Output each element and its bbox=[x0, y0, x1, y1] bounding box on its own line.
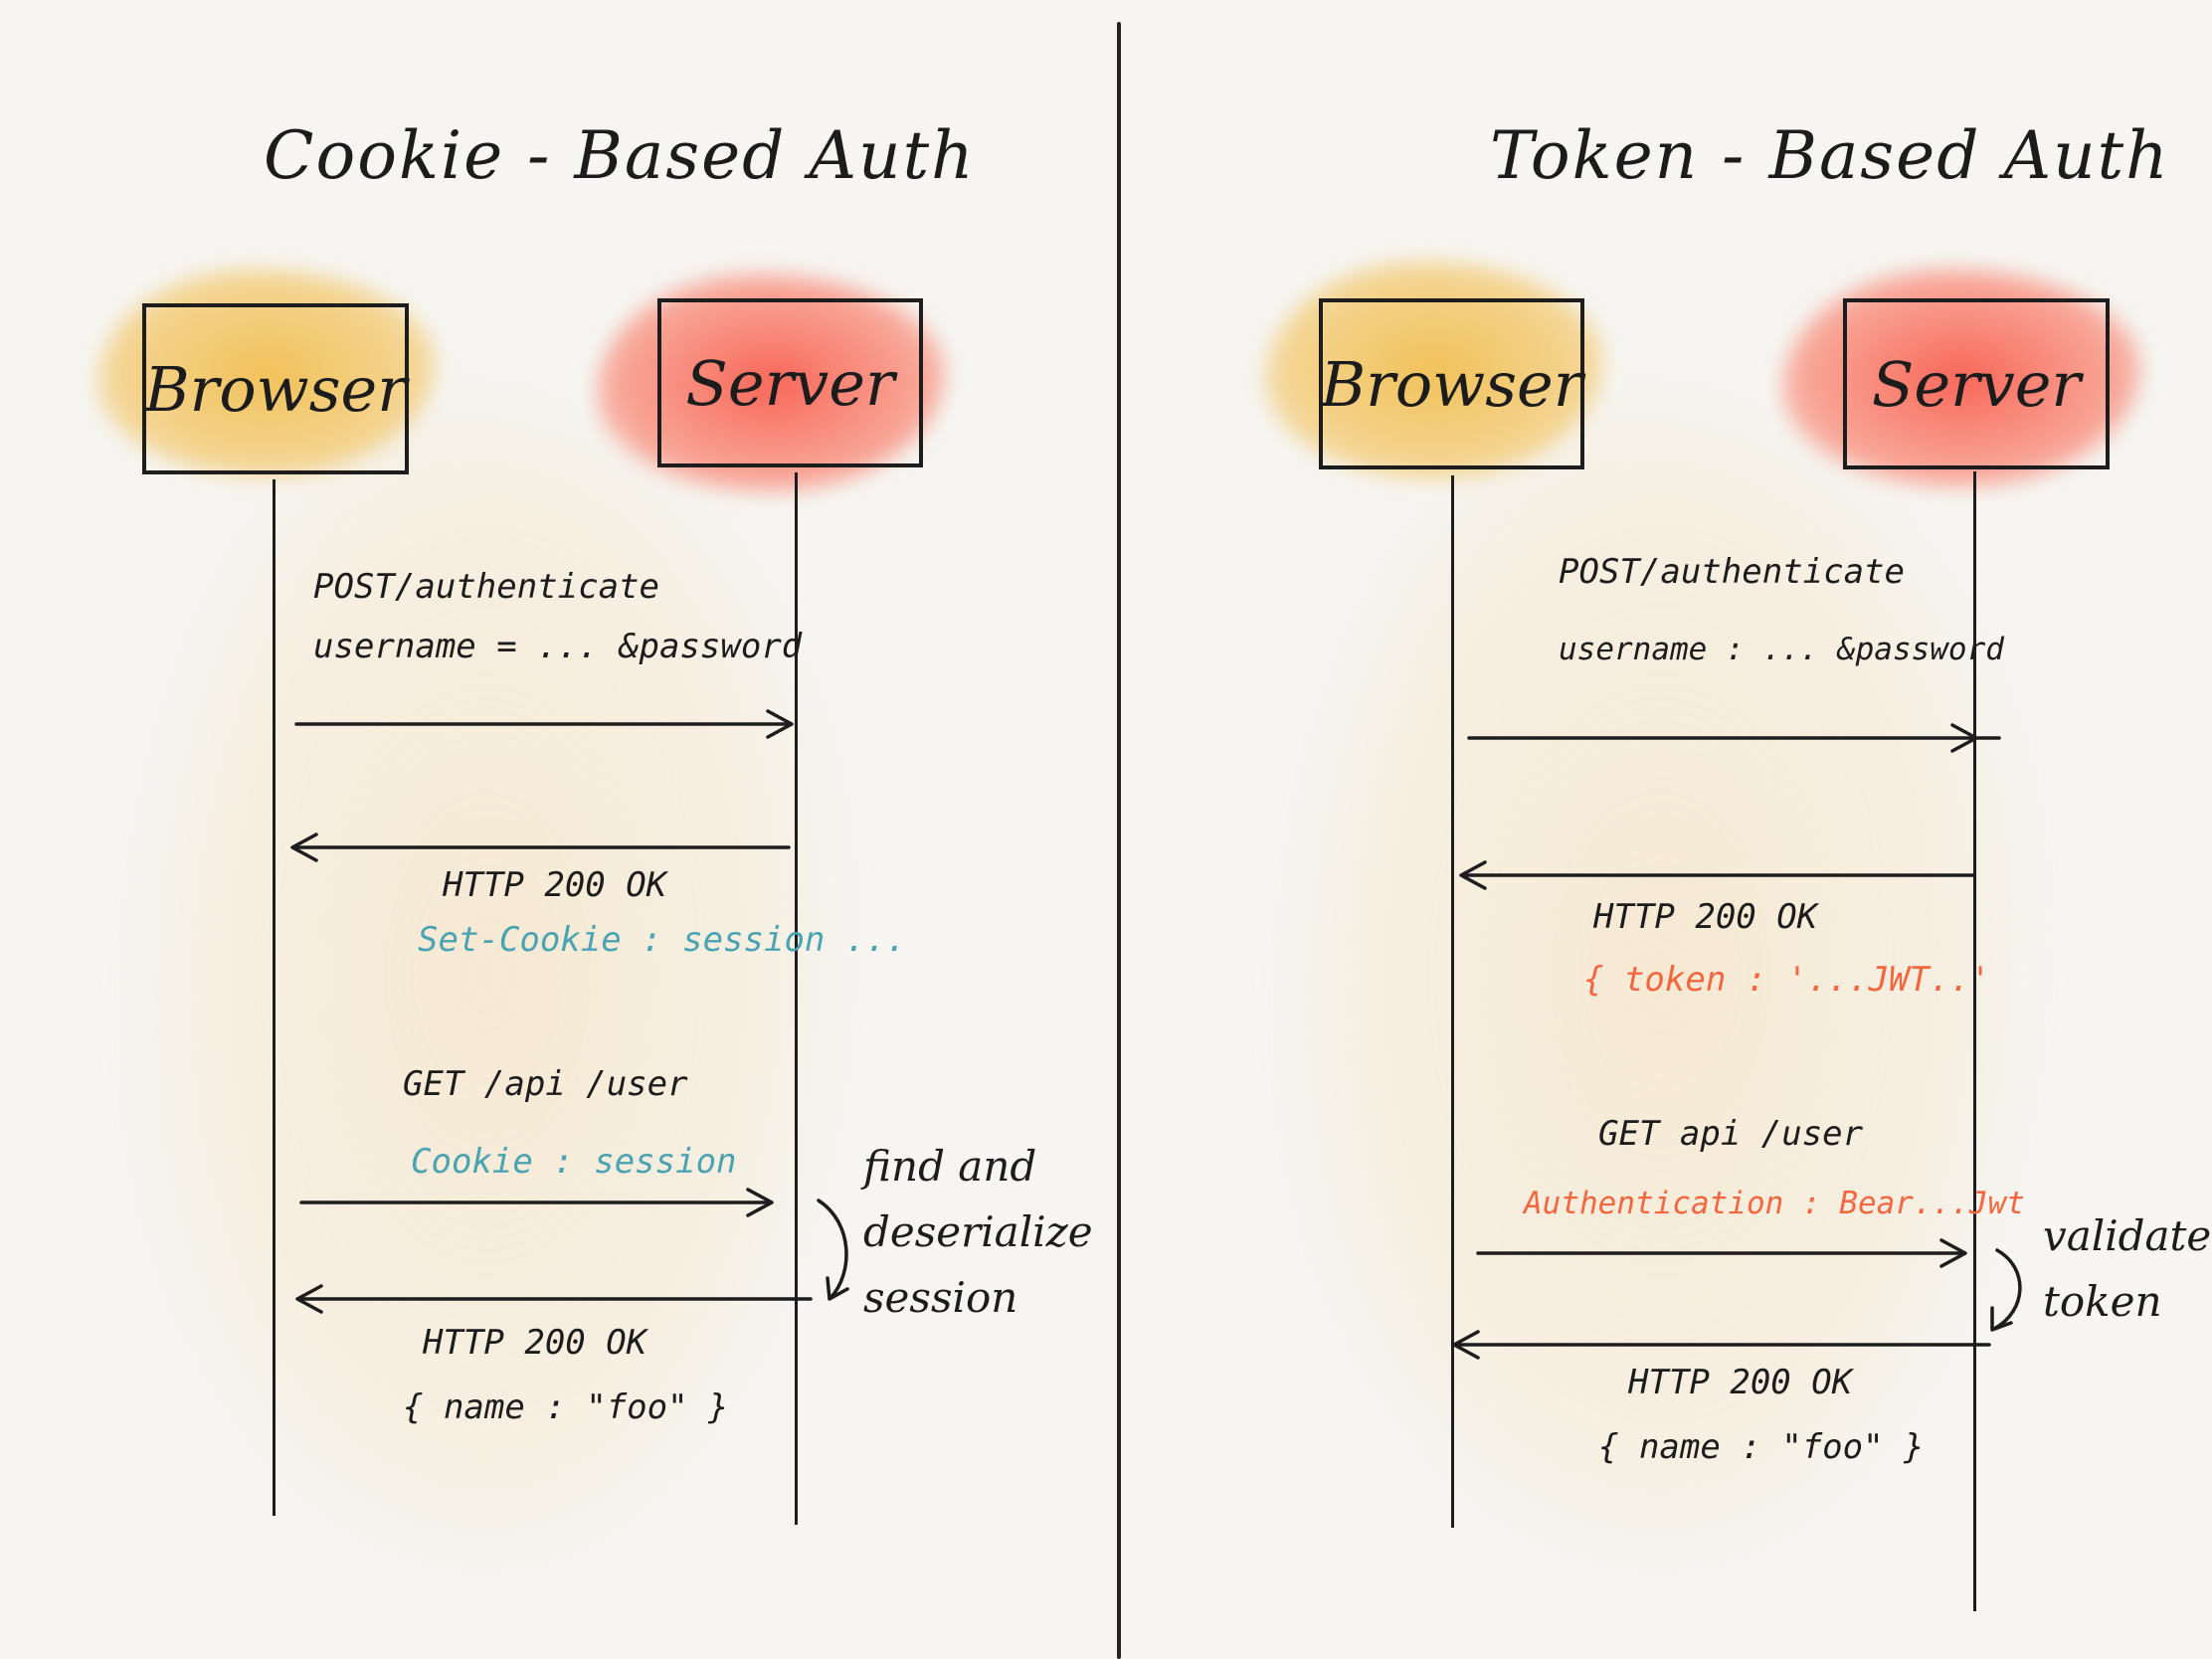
left-get-arrow bbox=[299, 1188, 774, 1217]
final-response-status: HTTP 200 OK bbox=[423, 1323, 647, 1363]
token-auth-panel: Token - Based Auth Browser Server POST/a… bbox=[1106, 0, 2212, 1659]
request-endpoint: POST/authenticate bbox=[1559, 552, 1905, 592]
request-endpoint: POST/authenticate bbox=[313, 567, 659, 607]
right-post-arrow bbox=[1467, 723, 2001, 753]
panel-divider bbox=[1117, 22, 1121, 1659]
right-final-arrow bbox=[1452, 1330, 1991, 1360]
final-response-status: HTTP 200 OK bbox=[1628, 1363, 1853, 1402]
server-box: Server bbox=[657, 298, 923, 467]
browser-label: Browser bbox=[1320, 347, 1583, 421]
cookie-auth-title: Cookie - Based Auth bbox=[264, 117, 976, 194]
token-auth-title: Token - Based Auth bbox=[1490, 117, 2170, 194]
left-post-arrow bbox=[294, 709, 794, 739]
token-response-body: { token : '...JWT..' bbox=[1583, 960, 1991, 1000]
final-response-body: { name : "foo" } bbox=[1598, 1427, 1925, 1467]
server-label: Server bbox=[1871, 347, 2082, 421]
final-response-body: { name : "foo" } bbox=[403, 1387, 729, 1427]
right-get-arrow bbox=[1476, 1238, 1967, 1268]
browser-lifeline bbox=[1451, 475, 1454, 1528]
browser-box: Browser bbox=[1319, 298, 1584, 469]
server-wash bbox=[1782, 269, 2140, 487]
authorization-header: Authentication : Bear...Jwt bbox=[1524, 1186, 2025, 1221]
note-line-3: session bbox=[863, 1273, 1018, 1322]
server-lifeline bbox=[795, 472, 798, 1525]
server-wash bbox=[597, 274, 945, 492]
note-line-1: validate bbox=[2043, 1211, 2212, 1260]
set-cookie-header: Set-Cookie : session ... bbox=[418, 920, 907, 960]
left-200-arrow bbox=[290, 832, 791, 862]
cookie-header: Cookie : session bbox=[411, 1142, 737, 1182]
left-process-curve-icon bbox=[817, 1198, 849, 1301]
note-line-2: deserialize bbox=[863, 1207, 1093, 1256]
response-status: HTTP 200 OK bbox=[1593, 897, 1818, 937]
server-label: Server bbox=[685, 346, 895, 420]
server-note: find and deserialize session bbox=[863, 1134, 1093, 1331]
server-note: validate token bbox=[2043, 1203, 2211, 1335]
request-credentials: username = ... &password bbox=[313, 627, 803, 666]
right-process-curve-icon bbox=[1990, 1248, 2022, 1332]
cookie-auth-panel: Cookie - Based Auth Browser Server POST/… bbox=[97, 117, 1093, 1525]
get-user-request: GET /api /user bbox=[403, 1064, 688, 1104]
browser-box: Browser bbox=[142, 303, 409, 474]
note-line-2: token bbox=[2043, 1277, 2162, 1326]
response-status: HTTP 200 OK bbox=[443, 865, 667, 905]
browser-lifeline bbox=[273, 479, 276, 1516]
right-200-arrow bbox=[1459, 860, 1976, 890]
request-credentials: username : ... &password bbox=[1559, 632, 2004, 667]
left-final-arrow bbox=[295, 1284, 813, 1314]
left-background-wash bbox=[159, 418, 816, 1532]
get-user-request: GET api /user bbox=[1598, 1114, 1864, 1154]
browser-label: Browser bbox=[144, 352, 407, 426]
note-line-1: find and bbox=[863, 1142, 1037, 1191]
server-lifeline bbox=[1973, 471, 1976, 1611]
server-box: Server bbox=[1843, 298, 2110, 469]
